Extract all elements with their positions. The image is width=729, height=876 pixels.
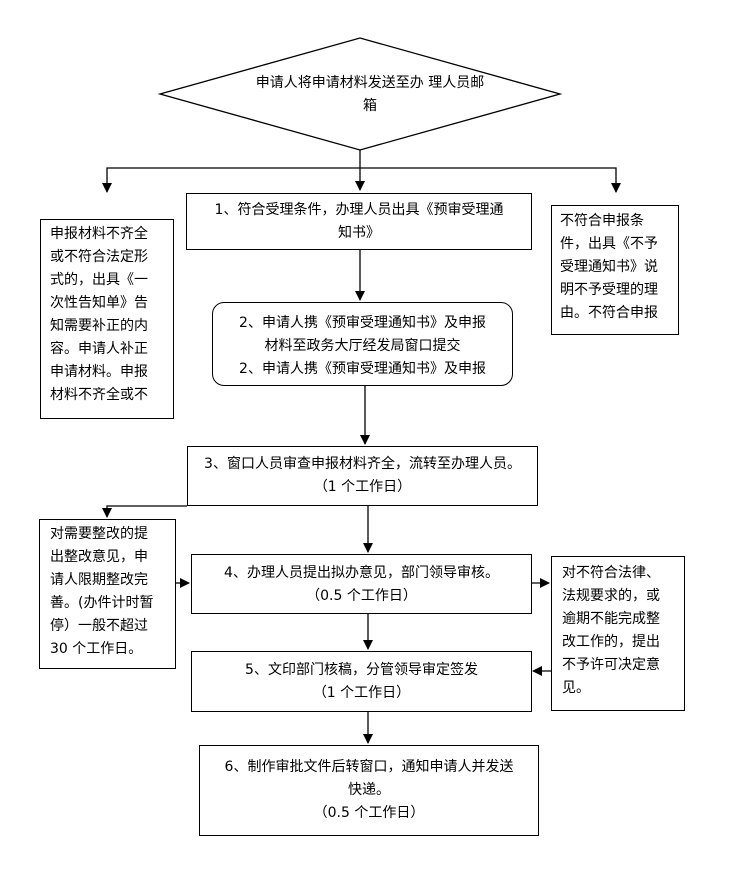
reject-incomplete-line: 申报材料不齐全 xyxy=(50,226,148,242)
start-line-2: 理人员邮箱 xyxy=(363,75,485,114)
start-diamond xyxy=(157,37,563,151)
rectify-line: 对需要整改的提 xyxy=(50,526,148,542)
step2-line-1: 2、申请人携《预审受理通知书》及申报 xyxy=(239,315,486,331)
step3-line-1: 3、窗口人员审查申报材料齐全，流转至办理人员。 xyxy=(204,456,521,472)
rectify-line: 善。(办件计时暂 xyxy=(50,595,154,611)
reject-ineligible-line: 受理通知书》说 xyxy=(560,259,658,275)
step3-box: 3、窗口人员审查申报材料齐全，流转至办理人员。 （1 个工作日） xyxy=(187,446,538,506)
step5-line-2: （1 个工作日） xyxy=(312,685,411,701)
step2-line-2: 材料至政务大厅经发局窗口提交 xyxy=(264,338,461,354)
reject-ineligible-line: 由。不符合申报 xyxy=(560,305,658,321)
step4-line-2: （0.5 个工作日） xyxy=(306,588,417,604)
reject-ineligible-line: 不符合申报条 xyxy=(560,213,644,229)
rectify-line: 停）一般不超过 xyxy=(50,618,148,634)
step4-line-1: 4、办理人员提出拟办意见，部门领导审核。 xyxy=(224,565,499,581)
rectify-box: 对需要整改的提 出整改意见，申 请人限期整改完 善。(办件计时暂 停）一般不超过… xyxy=(39,519,176,669)
deny-line: 不予许可决定意 xyxy=(562,657,660,673)
step6-line-2: 快递。 xyxy=(348,782,390,798)
reject-incomplete-line: 或不符合法定形 xyxy=(50,249,148,265)
deny-line: 见。 xyxy=(562,680,590,696)
rectify-line: 出整改意见，申 xyxy=(50,549,148,565)
deny-box: 对不符合法律、 法规要求的，或 逾期不能完成整 改工作的，提出 不予许可决定意 … xyxy=(551,556,685,711)
reject-incomplete-box: 申报材料不齐全 或不符合法定形 式的，出具《一 次性告知单》告 知需要补正的内 … xyxy=(40,219,174,419)
step5-line-1: 5、文印部门核稿，分管领导审定签发 xyxy=(245,662,478,678)
step6-line-3: （0.5 个工作日） xyxy=(313,805,425,821)
step4-box: 4、办理人员提出拟办意见，部门领导审核。 （0.5 个工作日） xyxy=(191,554,532,614)
reject-incomplete-line: 式的，出具《一 xyxy=(50,272,148,288)
connector-diamond-right xyxy=(360,167,621,193)
rectify-line: 请人限期整改完 xyxy=(50,572,148,588)
deny-line: 逾期不能完成整 xyxy=(562,611,660,627)
step5-box: 5、文印部门核稿，分管领导审定签发 （1 个工作日） xyxy=(191,651,532,712)
connector-diamond-left xyxy=(102,167,360,193)
step6-box: 6、制作审批文件后转窗口，通知申请人并发送 快递。 （0.5 个工作日） xyxy=(199,745,539,836)
deny-line: 对不符合法律、 xyxy=(562,565,660,581)
connector-step3-rectify xyxy=(102,505,187,518)
reject-incomplete-line: 知需要补正的内 xyxy=(50,318,148,334)
start-node-text: 申请人将申请材料发送至办 理人员邮箱 xyxy=(250,72,490,118)
deny-line: 改工作的，提出 xyxy=(562,634,660,650)
reject-incomplete-line: 申请材料。申报 xyxy=(50,364,148,380)
reject-incomplete-line: 材料不齐全或不 xyxy=(50,387,148,403)
rectify-line: 30 个工作日。 xyxy=(50,641,143,657)
step1-box: 1、符合受理条件，办理人员出具《预审受理通 知书》 xyxy=(186,193,532,250)
reject-ineligible-line: 明不予受理的理 xyxy=(560,282,658,298)
step1-line-1: 1、符合受理条件，办理人员出具《预审受理通 xyxy=(214,202,504,218)
start-line-1: 申请人将申请材料发送至办 xyxy=(255,75,424,91)
reject-incomplete-line: 容。申请人补正 xyxy=(50,341,148,357)
reject-incomplete-line: 次性告知单》告 xyxy=(50,295,148,311)
step1-line-2: 知书》 xyxy=(338,225,380,241)
step6-line-1: 6、制作审批文件后转窗口，通知申请人并发送 xyxy=(224,759,514,775)
step2-box: 2、申请人携《预审受理通知书》及申报 材料至政务大厅经发局窗口提交 2、申请人携… xyxy=(212,302,513,386)
deny-line: 法规要求的，或 xyxy=(562,588,660,604)
step3-line-2: （1 个工作日） xyxy=(313,479,412,495)
step2-line-3: 2、申请人携《预审受理通知书》及申报 xyxy=(239,361,486,377)
reject-ineligible-line: 件，出具《不予 xyxy=(560,236,658,252)
reject-ineligible-box: 不符合申报条 件，出具《不予 受理通知书》说 明不予受理的理 由。不符合申报 xyxy=(551,205,679,335)
